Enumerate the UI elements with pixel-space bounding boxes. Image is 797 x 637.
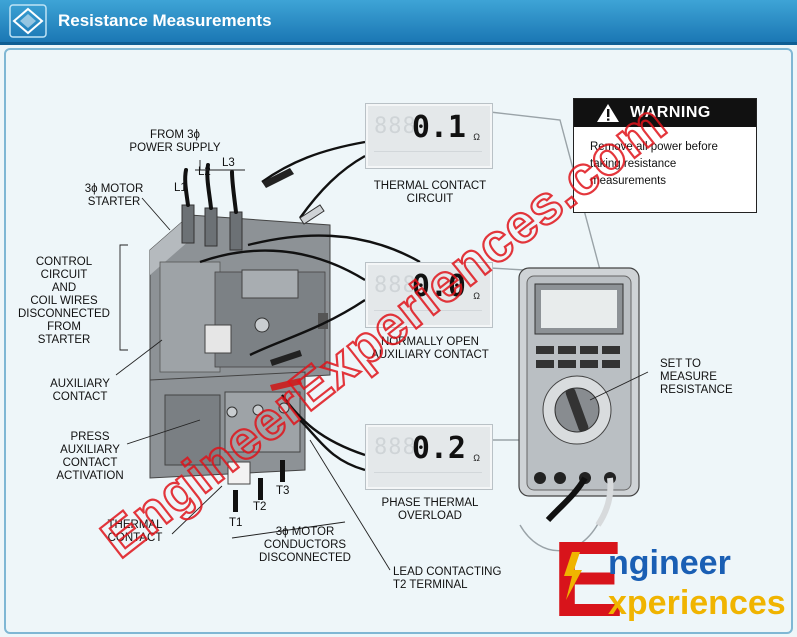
leader-lines	[115, 160, 649, 571]
display-reading: 0.0	[411, 269, 466, 304]
meter-guides	[489, 111, 601, 552]
label-motor-starter: 3ϕ MOTOR STARTER	[84, 183, 144, 208]
compass-icon	[9, 4, 47, 38]
ohm-unit: Ω	[473, 132, 480, 142]
label-l1: L1	[174, 182, 187, 194]
display-auxiliary-contact: 888 0.0 Ω	[365, 262, 493, 328]
label-t2: T2	[253, 501, 267, 513]
supply-cables	[183, 163, 238, 214]
title-bar: Resistance Measurements	[0, 0, 797, 45]
label-thermal-contact: THERMAL CONTACT	[107, 519, 163, 544]
label-l2: L2	[198, 166, 211, 178]
label-lead-contacting: LEAD CONTACTING T2 TERMINAL	[393, 566, 502, 591]
multimeter-illustration	[518, 267, 640, 527]
caption-phase-thermal: PHASE THERMAL OVERLOAD	[381, 497, 479, 522]
logo-line1: ngineer	[608, 544, 731, 582]
motor-starter-illustration	[149, 204, 331, 512]
logo-line2: xperiences	[608, 584, 786, 622]
caption-thermal-contact: THERMAL CONTACT CIRCUIT	[373, 180, 487, 205]
label-l3: L3	[222, 157, 235, 169]
ohm-unit: Ω	[473, 453, 480, 463]
ohm-unit: Ω	[473, 291, 480, 301]
warning-box: WARNING Remove all power before taking r…	[573, 98, 757, 213]
display-reading: 0.2	[411, 431, 466, 466]
label-control-circuit: CONTROL CIRCUIT AND COIL WIRES DISCONNEC…	[17, 256, 110, 346]
label-power-supply: FROM 3ϕ POWER SUPPLY	[129, 129, 221, 154]
probe-tips	[262, 168, 325, 391]
page-title: Resistance Measurements	[58, 11, 272, 30]
logo-letter-e: E	[552, 518, 624, 632]
label-t3: T3	[276, 485, 290, 497]
warning-title: WARNING	[630, 104, 711, 121]
warning-message: Remove all power before taking resistanc…	[590, 141, 718, 187]
label-set-resistance: SET TO MEASURE RESISTANCE	[660, 358, 733, 396]
display-thermal-contact: 888 0.1 Ω	[365, 103, 493, 169]
label-auxiliary-contact: AUXILIARY CONTACT	[50, 378, 110, 403]
label-press-auxiliary: PRESS AUXILIARY CONTACT ACTIVATION	[56, 431, 124, 482]
display-phase-thermal: 888 0.2 Ω	[365, 424, 493, 490]
test-leads	[199, 140, 421, 472]
display-reading: 0.1	[411, 110, 466, 145]
lightning-icon	[564, 552, 582, 600]
engineer-experiences-logo: E ngineer xperiences	[550, 514, 786, 637]
warning-triangle-icon	[597, 104, 619, 122]
label-t1: T1	[229, 517, 243, 529]
caption-auxiliary-contact: NORMALLY OPEN AUXILIARY CONTACT	[371, 336, 489, 361]
label-motor-conductors: 3ϕ MOTOR CONDUCTORS DISCONNECTED	[258, 526, 351, 564]
